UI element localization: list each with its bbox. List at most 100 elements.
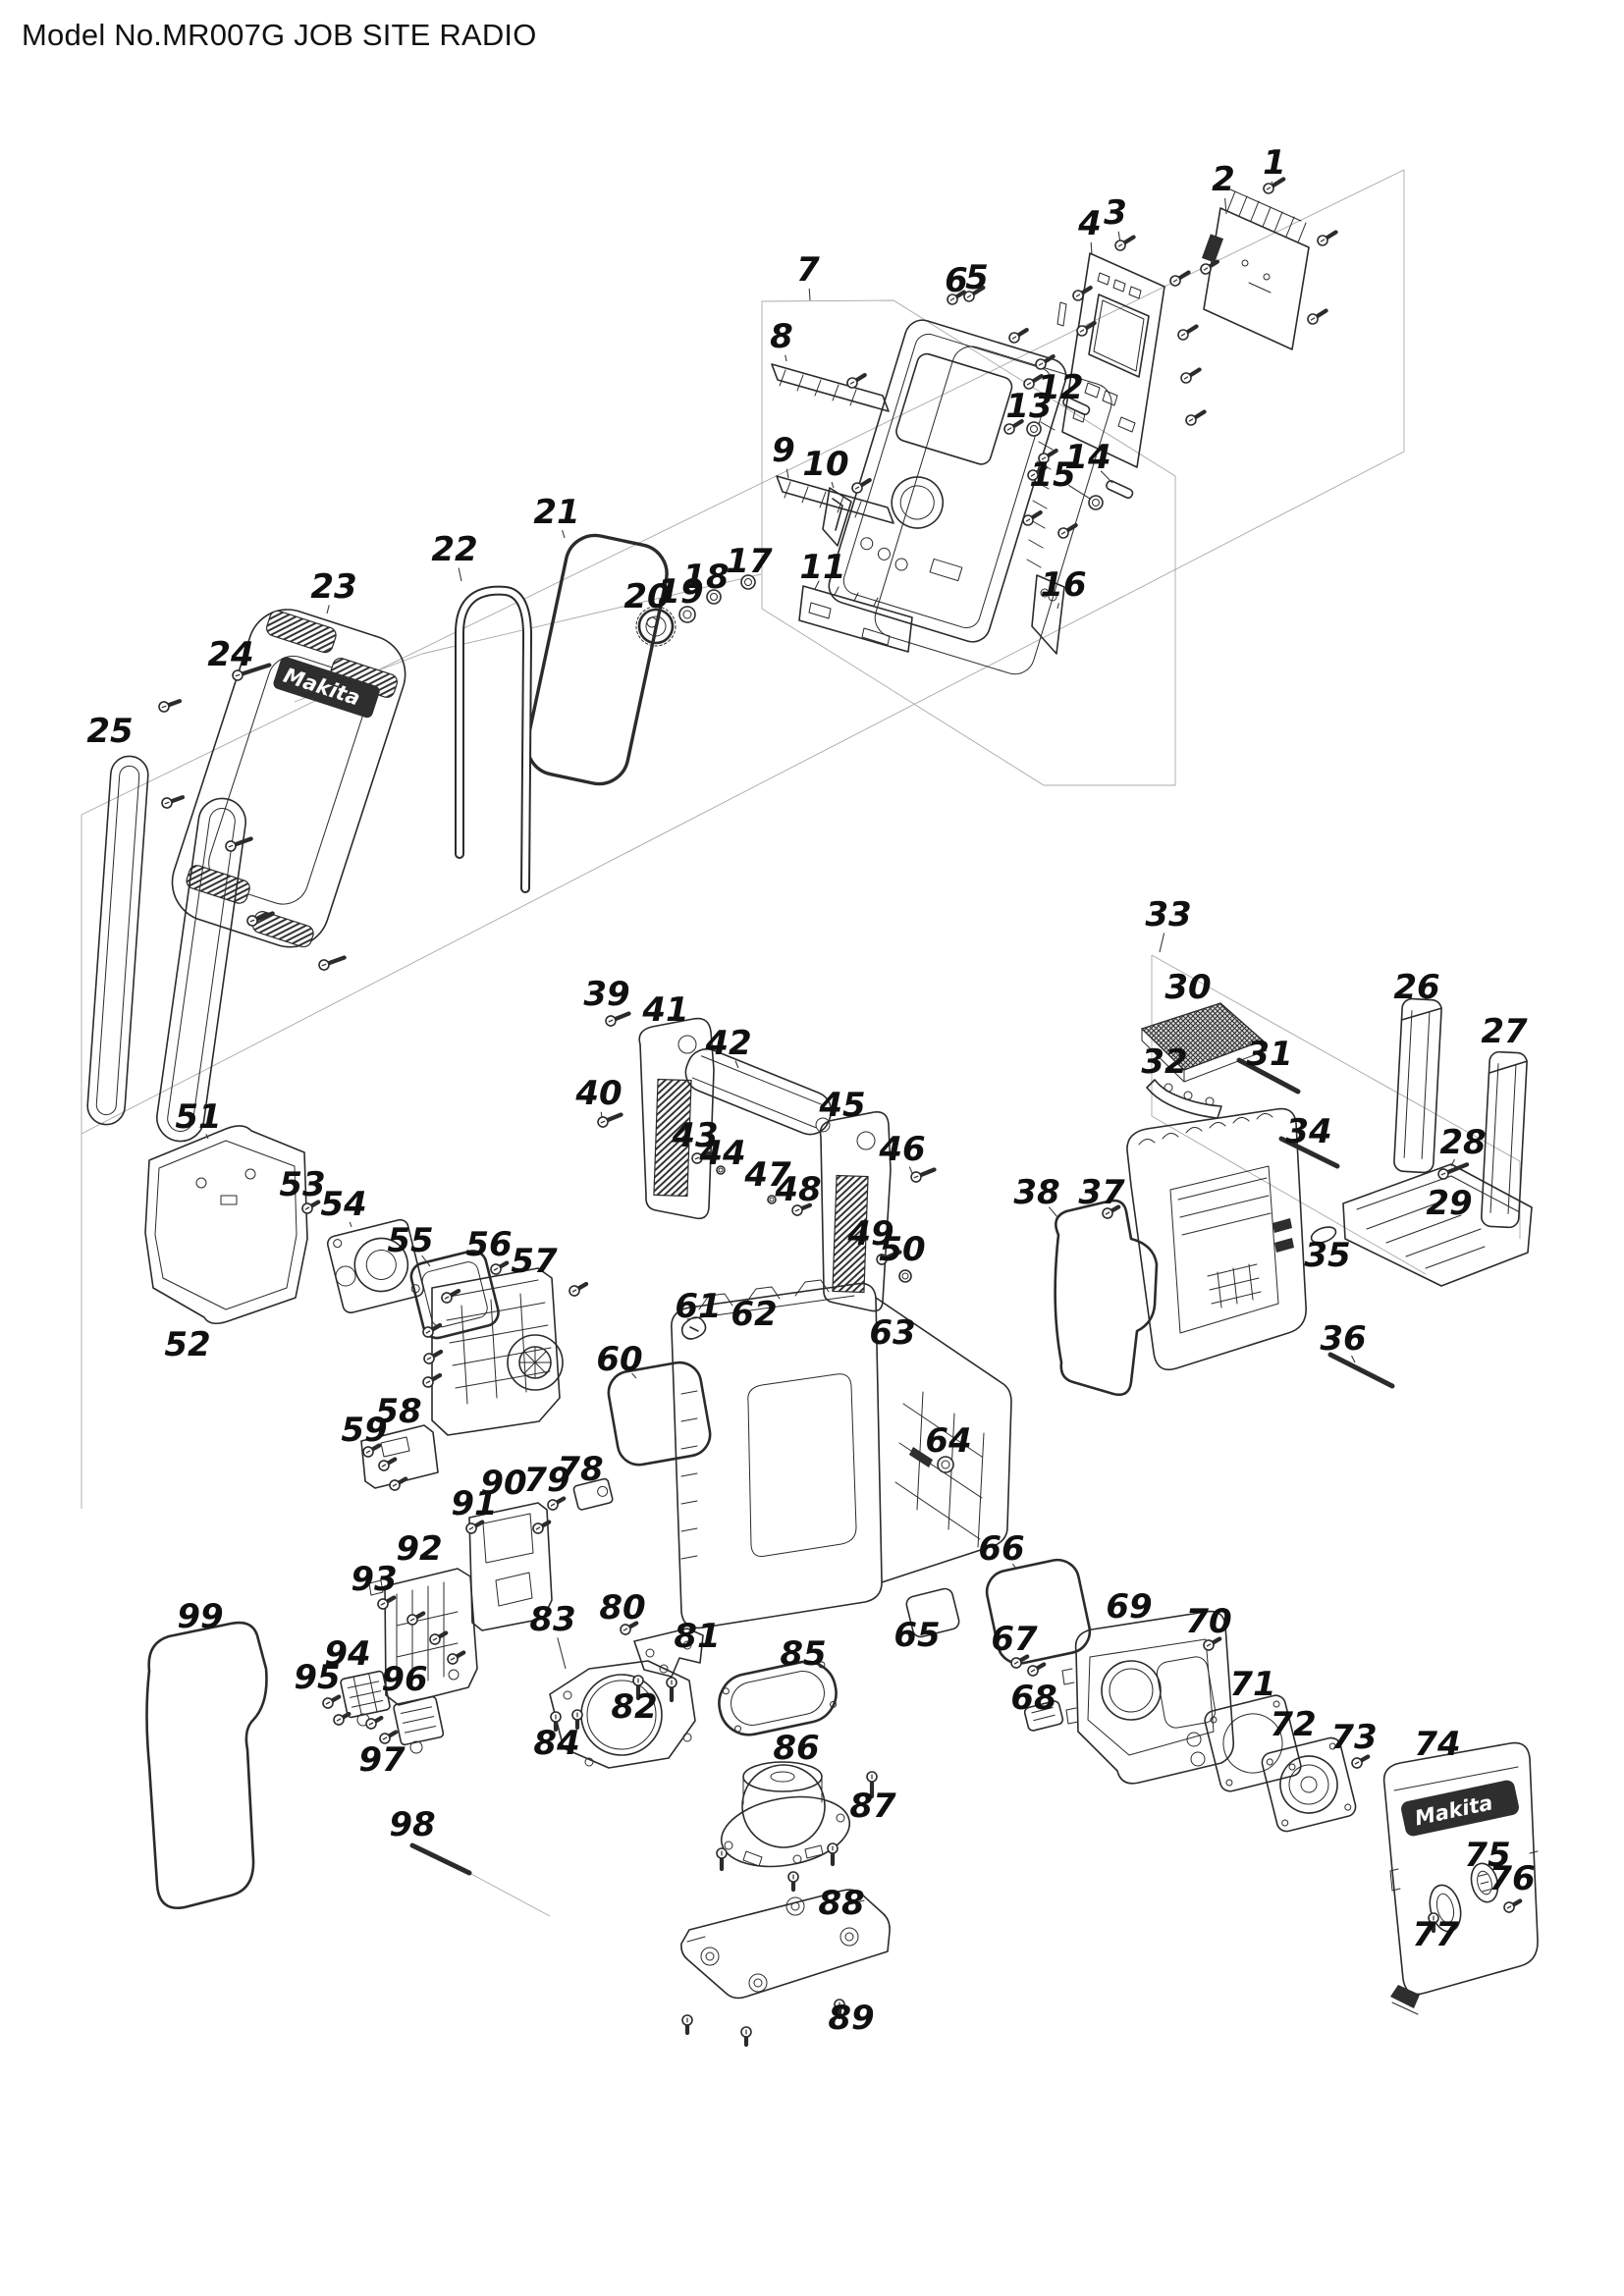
screw-icon — [681, 2014, 693, 2036]
part-label-87: 87 — [849, 1787, 896, 1826]
part-label-75: 75 — [1464, 1836, 1510, 1875]
leader-line-28 — [1450, 1158, 1455, 1167]
part-label-68: 68 — [1010, 1679, 1056, 1718]
part-label-40: 40 — [574, 1074, 622, 1113]
leader-line-60 — [631, 1372, 637, 1379]
part-26-trim-rail — [1393, 997, 1442, 1174]
screw-icon — [1057, 522, 1078, 539]
screw-icon — [1072, 285, 1093, 301]
part-label-94: 94 — [324, 1634, 370, 1674]
part-label-32: 32 — [1141, 1042, 1187, 1082]
part-label-73: 73 — [1330, 1718, 1377, 1757]
part-65-pad — [905, 1587, 960, 1638]
screw-icon — [791, 1202, 813, 1216]
part-75-button — [1470, 1862, 1499, 1903]
part-27-trim-rail — [1481, 1050, 1528, 1229]
part-label-36: 36 — [1320, 1319, 1366, 1359]
screw-icon — [620, 1621, 639, 1635]
part-label-45: 45 — [818, 1086, 865, 1125]
part-label-6: 6 — [945, 261, 968, 300]
screw-icon — [378, 1457, 398, 1471]
part-label-38: 38 — [1013, 1173, 1059, 1212]
screw-icon — [787, 1871, 799, 1893]
leader-line-42 — [734, 1060, 739, 1069]
part-label-82: 82 — [611, 1687, 657, 1727]
screw-icon — [1177, 324, 1199, 341]
screw-icon — [232, 663, 272, 681]
leader-line-9 — [785, 468, 789, 479]
screw-icon — [1076, 320, 1097, 337]
screw-icon — [429, 1630, 449, 1645]
part-label-60: 60 — [596, 1340, 642, 1379]
part-label-46: 46 — [878, 1130, 925, 1169]
part-label-89: 89 — [828, 1999, 874, 2038]
part-label-79: 79 — [523, 1461, 569, 1500]
part-label-9: 9 — [772, 431, 795, 470]
leader-line-66 — [1011, 1563, 1017, 1570]
screw-icon — [963, 285, 986, 302]
screw-icon — [947, 290, 966, 305]
part-label-83: 83 — [529, 1600, 575, 1639]
part-98-rod — [409, 1842, 472, 1876]
part-57-speaker-bracket — [431, 1267, 564, 1436]
screw-icon — [547, 1496, 567, 1511]
part-label-92: 92 — [396, 1529, 442, 1569]
part-label-66: 66 — [978, 1529, 1024, 1569]
part-68-latch — [1023, 1700, 1064, 1732]
screw-icon — [550, 1711, 562, 1733]
part-label-93: 93 — [351, 1560, 397, 1599]
screw-icon — [851, 477, 872, 494]
screw-icon — [1185, 409, 1207, 426]
part-label-30: 30 — [1164, 968, 1211, 1007]
screw-icon — [632, 1675, 644, 1701]
leader-line-8 — [785, 354, 787, 362]
screw-icon — [379, 1730, 399, 1744]
part-54-speaker — [326, 1218, 425, 1314]
part-label-2: 2 — [1212, 160, 1235, 199]
part-label-62: 62 — [731, 1295, 777, 1334]
screw-icon — [1169, 270, 1191, 287]
screw-icon — [1203, 1636, 1222, 1651]
part-96-switch — [393, 1695, 445, 1754]
part-label-78: 78 — [557, 1450, 603, 1489]
part-label-74: 74 — [1414, 1725, 1460, 1764]
part-35-oval-seal — [1310, 1226, 1337, 1244]
part-31-rod — [1236, 1057, 1301, 1095]
leader-line-51 — [205, 1134, 209, 1140]
leader-line-38 — [1048, 1206, 1058, 1218]
leader-line-54 — [349, 1221, 352, 1228]
part-2-pcb-heatsink — [1201, 188, 1310, 350]
screw-icon — [1003, 418, 1024, 435]
part-55-speaker-gasket — [409, 1250, 500, 1340]
leader-line-46 — [908, 1166, 913, 1174]
part-label-64: 64 — [925, 1421, 971, 1461]
part-label-77: 77 — [1412, 1915, 1459, 1954]
washer-icon — [1026, 421, 1042, 437]
part-label-7: 7 — [796, 250, 820, 290]
part-label-76: 76 — [1489, 1859, 1535, 1898]
screw-icon — [740, 2026, 752, 2048]
screw-icon — [389, 1476, 408, 1491]
page-title: Model No.MR007G JOB SITE RADIO — [22, 18, 537, 52]
part-label-3: 3 — [1104, 193, 1127, 233]
part-label-41: 41 — [641, 990, 688, 1030]
washer-icon — [1088, 495, 1104, 510]
leader-line-36 — [1351, 1355, 1356, 1363]
screw-icon — [1027, 464, 1048, 481]
part-label-16: 16 — [1040, 565, 1086, 605]
screw-icon — [1023, 373, 1044, 390]
part-label-29: 29 — [1426, 1184, 1472, 1223]
part-label-37: 37 — [1078, 1173, 1125, 1212]
screw-icon — [441, 1288, 461, 1304]
part-34-rod — [1278, 1136, 1340, 1169]
part-label-33: 33 — [1145, 895, 1191, 934]
part-label-85: 85 — [780, 1634, 826, 1674]
screw-icon — [716, 1847, 728, 1872]
part-label-97: 97 — [358, 1740, 406, 1780]
part-label-50: 50 — [879, 1230, 925, 1269]
part-label-11: 11 — [799, 548, 845, 587]
part-86-woofer — [720, 1761, 851, 1868]
part-label-96: 96 — [381, 1660, 427, 1699]
